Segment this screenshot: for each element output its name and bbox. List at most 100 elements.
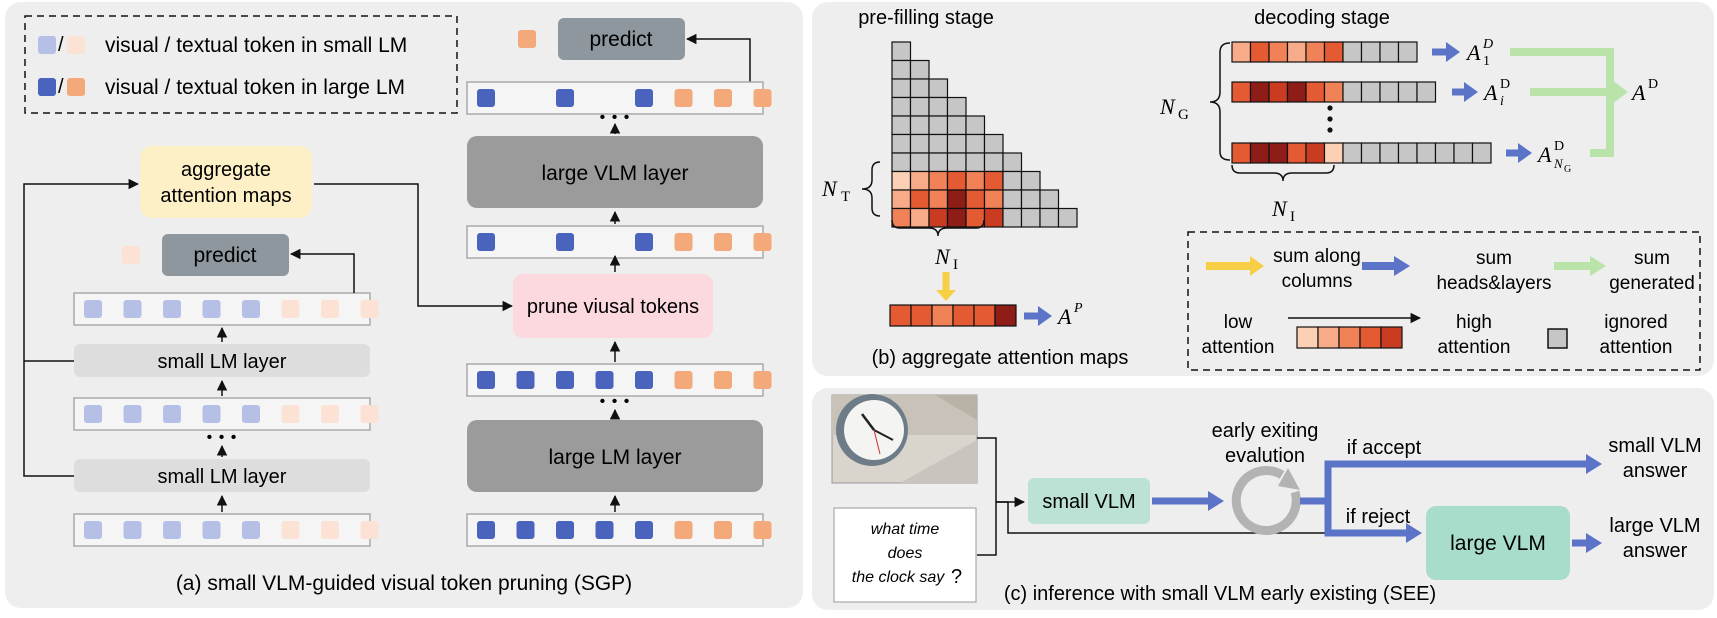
small-row-bottom-token (123, 521, 142, 539)
ad-sup: D (1648, 77, 1658, 92)
small-predicted-token (122, 246, 140, 264)
clock-photo (831, 394, 978, 484)
panel-b: pre-filling stage decoding stage N T N I… (821, 7, 1701, 371)
large-row-pruned-token (714, 233, 732, 251)
aggregate-label-line2: attention maps (160, 185, 291, 207)
large-row-full-token (714, 371, 732, 389)
prefill-cell (928, 78, 949, 99)
small-row-bottom-token (84, 521, 102, 539)
prefill-cell (965, 207, 986, 228)
prefill-cell (946, 152, 967, 173)
large-row-input-token (753, 521, 772, 539)
prefill-cell (891, 207, 912, 228)
decode-row-ng-cell (1268, 142, 1289, 164)
ap-sup: P (1073, 301, 1083, 316)
if-accept-label: if accept (1347, 437, 1422, 459)
large-vlm-layer (467, 136, 763, 208)
decode-row-1-cell (1231, 41, 1252, 63)
legend-low-line2: attention (1202, 337, 1275, 358)
large-row-full-token (595, 371, 614, 389)
gradient-cell (1380, 326, 1403, 349)
panel-c-caption: (c) inference with small VLM early exist… (1004, 583, 1436, 605)
small-row-mid-token (242, 405, 260, 423)
decode-row-i-cell (1305, 81, 1326, 103)
blue-arrow-to-exit-head (1208, 491, 1224, 511)
question-mark: ? (951, 566, 962, 588)
large-stack-dots-top: • • • (600, 109, 631, 126)
large-row-input-token (556, 521, 574, 539)
legend-large-visual-token (38, 78, 56, 96)
large-predict-box (558, 18, 685, 60)
legend-small-label: visual / textual token in small LM (105, 34, 407, 57)
large-row-input-token (595, 521, 614, 539)
prefill-cell (1002, 152, 1023, 173)
prefill-cell (909, 59, 930, 80)
ng-brace (1209, 42, 1231, 161)
prefill-cell (983, 189, 1004, 210)
aggregate-label-line1: aggregate (181, 159, 271, 181)
small-row-mid-token (360, 405, 379, 423)
gradient-cell (1296, 326, 1319, 349)
blue-arrow-ap-head (1038, 306, 1052, 326)
decode-row-ng-ignored-cell (1416, 142, 1437, 164)
prefill-cell (1057, 207, 1078, 228)
large-vlm-box (1426, 506, 1570, 580)
decode-row-1-cell (1249, 41, 1270, 63)
large-vlm-layer-label: large VLM layer (541, 162, 688, 185)
small-row-bottom-token (281, 521, 300, 539)
large-row-full-token (635, 371, 653, 389)
prefill-cell (965, 170, 986, 191)
a1-sub: 1 (1483, 54, 1490, 69)
ni-sub-prefill: I (953, 257, 958, 273)
small-row-bottom-frame (73, 513, 371, 547)
prefill-cell (946, 96, 967, 117)
prefill-cell (909, 152, 930, 173)
gradient-cell (1317, 326, 1340, 349)
prefill-cell (965, 133, 986, 154)
prefill-cell (1002, 207, 1023, 228)
prefill-cell (1020, 170, 1041, 191)
panel-b-background (812, 2, 1714, 376)
legend-green-line1: sum (1634, 248, 1670, 269)
prefill-attention-triangle (891, 41, 1078, 228)
exit-cycle-icon-head (1278, 468, 1300, 490)
prefill-cell (891, 59, 912, 80)
small-row-top-token (123, 300, 142, 318)
decode-row-ng-ignored-cell (1453, 142, 1474, 164)
small-lm-layer-bottom-label: small LM layer (158, 466, 287, 488)
gradient-cell (1338, 326, 1361, 349)
large-row-pruned-token (753, 233, 772, 251)
small-answer-line2: answer (1623, 460, 1688, 482)
prefill-cell (1020, 189, 1041, 210)
legend-high-line1: high (1456, 312, 1492, 333)
large-row-pruned-top-token (635, 89, 653, 107)
decode-row-ng-cell (1231, 142, 1252, 164)
ai-sub: i (1500, 94, 1504, 109)
question-box (833, 507, 977, 603)
legend-slash-2: / (58, 76, 64, 98)
panel-a: / visual / textual token in small LM / v… (23, 15, 772, 595)
a1-sup: D (1482, 37, 1493, 52)
exit-label-line1: early exiting (1212, 420, 1319, 442)
small-lm-layer-top (74, 344, 370, 377)
blue-arrow-a1-head (1446, 42, 1460, 62)
question-line1: what time (871, 521, 940, 538)
prune-visual-tokens-box (513, 274, 713, 338)
legend-yellow-line2: columns (1282, 271, 1353, 292)
reject-path (1324, 501, 1408, 537)
decode-row-i-cell (1286, 81, 1307, 103)
decode-row-i-cell (1268, 81, 1289, 103)
legend-small-visual-token (38, 36, 56, 54)
small-row-bottom-token (360, 521, 379, 539)
ad-label: A (1630, 80, 1646, 105)
prefill-cell (891, 170, 912, 191)
ni-label-prefill: N (934, 244, 951, 269)
small-row-top-token (242, 300, 260, 318)
small-row-mid-token (281, 405, 300, 423)
decode-row-ng-ignored-cell (1471, 142, 1492, 164)
legend-blue-line1: sum (1476, 248, 1512, 269)
legend-blue-arrow-head (1394, 256, 1410, 276)
aggregate-attention-box (140, 146, 312, 218)
if-reject-label: if reject (1346, 506, 1411, 528)
panel-b-caption: (b) aggregate attention maps (872, 347, 1129, 369)
